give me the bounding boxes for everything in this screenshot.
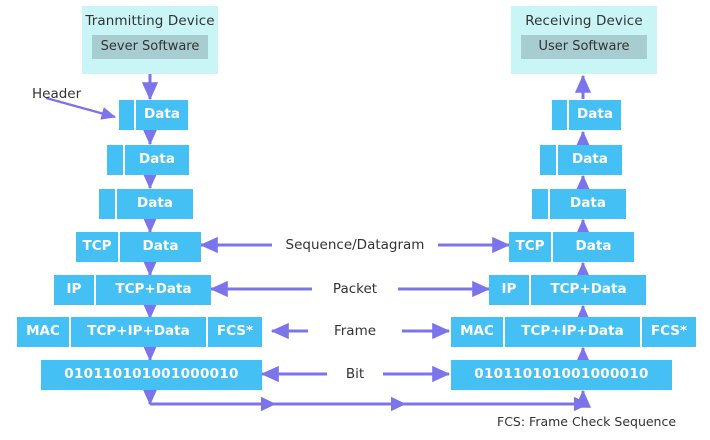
left-network-layer-header: IP	[54, 275, 94, 305]
peer-label-sequence-datagram: Sequence/Datagram	[285, 237, 425, 253]
server-software-box: Sever Software	[92, 35, 208, 59]
peer-label-packet: Packet	[332, 281, 378, 297]
right-app-layer-1-header-stub	[552, 100, 567, 130]
left-app-layer-3-header-stub	[99, 189, 115, 219]
left-app-layer-1-header-stub	[119, 100, 134, 130]
receiving-device-panel: Receiving Device User Software	[511, 6, 657, 74]
right-datalink-layer-trailer: FCS*	[642, 317, 696, 347]
left-app-layer-1-payload: Data	[136, 100, 188, 130]
transmitting-device-panel: Tranmitting Device Sever Software	[82, 6, 218, 74]
left-physical-layer-bits: 010110101001000010	[41, 360, 262, 390]
left-network-layer-payload: TCP+Data	[96, 275, 211, 305]
right-app-layer-3-header-stub	[532, 189, 548, 219]
left-app-layer-2-payload: Data	[125, 145, 189, 175]
right-transport-layer-header: TCP	[509, 232, 551, 262]
receiving-device-title: Receiving Device	[525, 13, 643, 29]
left-app-layer-3-payload: Data	[117, 189, 193, 219]
right-physical-layer-bits: 010110101001000010	[451, 360, 672, 390]
user-software-box: User Software	[521, 35, 647, 59]
right-network-layer-header: IP	[489, 275, 529, 305]
left-transport-layer-payload: Data	[120, 232, 201, 262]
right-datalink-layer-payload: TCP+IP+Data	[505, 317, 640, 347]
left-datalink-layer-trailer: FCS*	[208, 317, 262, 347]
left-datalink-layer-header: MAC	[17, 317, 69, 347]
right-app-layer-2-header-stub	[540, 145, 556, 175]
left-datalink-layer-payload: TCP+IP+Data	[71, 317, 206, 347]
fcs-footnote: FCS: Frame Check Sequence	[497, 414, 677, 429]
left-app-layer-2-header-stub	[107, 145, 123, 175]
header-callout-label: Header	[32, 86, 82, 102]
right-app-layer-2-payload: Data	[558, 145, 622, 175]
right-app-layer-1-payload: Data	[569, 100, 621, 130]
right-network-layer-payload: TCP+Data	[531, 275, 646, 305]
right-transport-layer-payload: Data	[553, 232, 634, 262]
left-transport-layer-header: TCP	[76, 232, 118, 262]
peer-label-bit: Bit	[345, 366, 365, 382]
peer-label-frame: Frame	[333, 323, 377, 339]
right-datalink-layer-header: MAC	[451, 317, 503, 347]
right-app-layer-3-payload: Data	[550, 189, 626, 219]
transmitting-device-title: Tranmitting Device	[85, 13, 215, 29]
